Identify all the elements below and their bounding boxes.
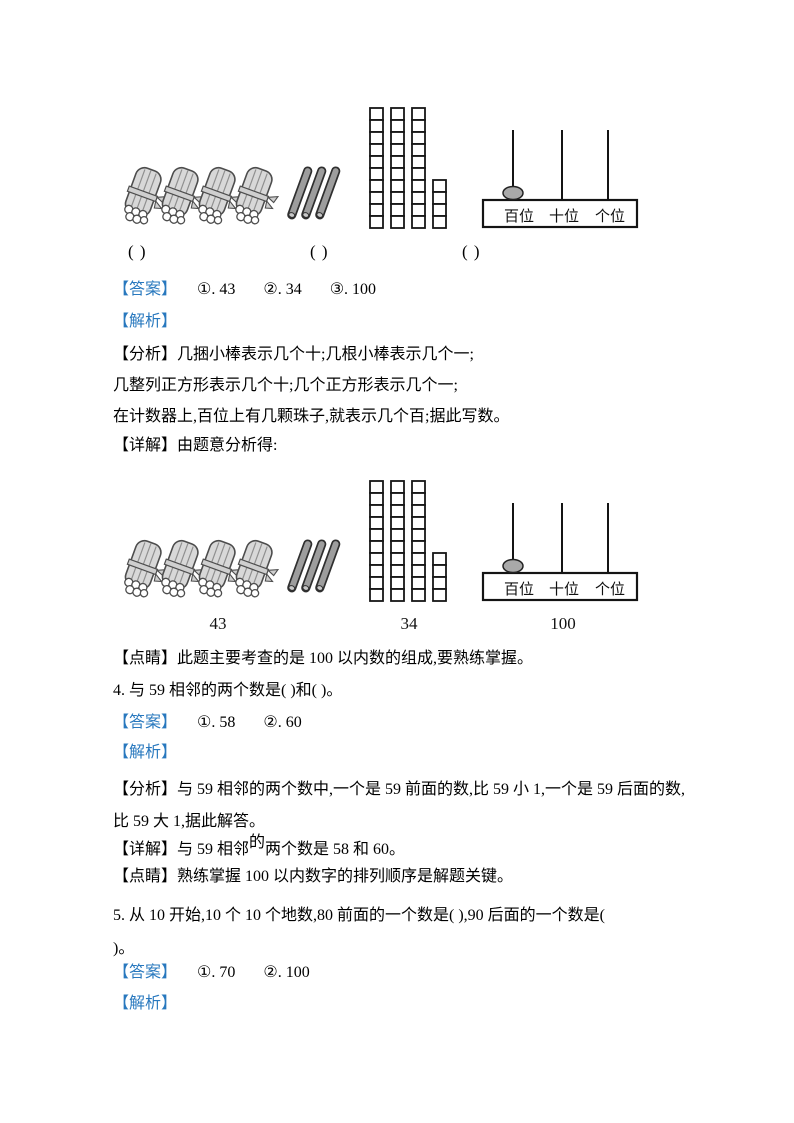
q4-fenxi: 【分析】与 59 相邻的两个数中,一个是 59 前面的数,比 59 小 1,一个… [113,774,685,838]
answer-label: 【答案】 [113,714,178,731]
answer-item: ①. 43 [197,281,236,298]
answer-item: ②. 100 [263,964,310,981]
q4-xiangjie: 【详解】与 59 相邻的两个数是 58 和 60。 [113,834,406,861]
fenxi-line: 在计数器上,百位上有几颗珠子,就表示几个百;据此写数。 [113,408,510,425]
abacus-value: 100 [550,614,576,633]
fenxi-line: 几整列正方形表示几个十;几个正方形表示几个一; [113,377,458,394]
q3-fenxi: 【分析】几捆小棒表示几个十;几根小棒表示几个一; 几整列正方形表示几个十;几个正… [113,339,509,432]
abacus-label-hundreds: 百位 [504,208,534,225]
xiangjie-superscript: 的 [249,834,266,851]
abacus-label-tens: 十位 [549,208,579,225]
answer-item: ②. 60 [263,714,302,731]
counting-sticks-blocks-abacus-figure-solved: 百位 十位 个位 43 34 100 [113,473,685,633]
jiexi-label: 【解析】 [113,313,178,330]
q5-jiexi-label: 【解析】 [113,993,177,1015]
answer-item: ①. 58 [197,714,236,731]
q4-dianjing: 【点睛】熟练掌握 100 以内数字的排列顺序是解题关键。 [113,868,514,885]
q4-answer-line: 【答案】 ①. 58 ②. 60 [113,712,302,734]
fenxi-line: 【分析】几捆小棒表示几个十;几根小棒表示几个一; [113,346,474,363]
abacus-label-hundreds: 百位 [504,581,534,598]
abacus-label-ones: 个位 [595,581,625,598]
xiangjie-text: 两个数是 58 和 60。 [265,841,406,858]
answer-label: 【答案】 [113,964,178,981]
answer-blank-abacus: ( ) [462,242,481,261]
jiexi-label: 【解析】 [113,995,178,1012]
q3-jiexi-label: 【解析】 [113,311,177,333]
fenxi-line: 比 59 大 1,据此解答。 [113,813,266,830]
counting-sticks-blocks-abacus-figure: 百位 十位 个位 [113,100,685,236]
sticks-value: 43 [210,614,227,633]
q5-answer-line: 【答案】 ①. 70 ②. 100 [113,962,310,984]
answer-label: 【答案】 [113,281,178,298]
question-line: 5. 从 10 开始,10 个 10 个地数,80 前面的一个数是( ),90 … [113,907,605,924]
jiexi-label: 【解析】 [113,744,178,761]
abacus-label-tens: 十位 [549,581,579,598]
answer-item: ①. 70 [197,964,236,981]
answer-blank-sticks: ( ) [128,242,147,261]
answer-item: ②. 34 [263,281,302,298]
fenxi-line: 【分析】与 59 相邻的两个数中,一个是 59 前面的数,比 59 小 1,一个… [113,781,686,798]
q4-jiexi-label: 【解析】 [113,742,177,764]
q3-answer-line: 【答案】 ①. 43 ②. 34 ③. 100 [113,279,376,301]
q3-dianjing: 【点睛】此题主要考查的是 100 以内数的组成,要熟练掌握。 [113,650,534,667]
q5-question: 5. 从 10 开始,10 个 10 个地数,80 前面的一个数是( ),90 … [113,899,605,965]
question3-solved-figure: 百位 十位 个位 43 34 100 [113,473,685,637]
abacus-label-ones: 个位 [595,208,625,225]
xiangjie-text: 与 59 相邻 [177,841,250,858]
q3-xiangjie: 【详解】由题意分析得: [113,437,278,454]
blocks-value: 34 [401,614,419,633]
q4-question: 4. 与 59 相邻的两个数是( )和( )。 [113,682,343,699]
answer-item: ③. 100 [329,281,377,298]
question-line: )。 [113,940,135,957]
question3-figure: 百位 十位 个位 ( ) ( ) ( ) [113,100,685,261]
xiangjie-label: 【详解】 [113,841,178,858]
answer-blank-blocks: ( ) [310,242,329,261]
